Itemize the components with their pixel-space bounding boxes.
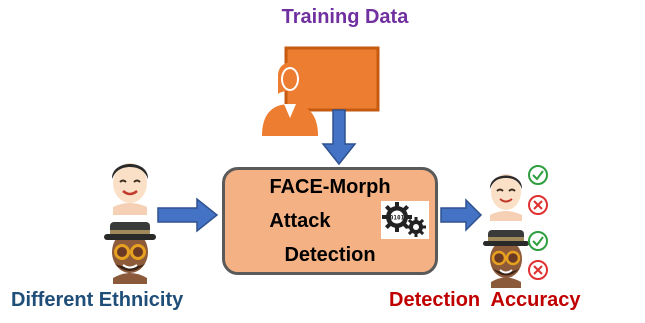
gear-binary-text: 0101 xyxy=(390,215,405,222)
detection-accuracy-label: Detection Accuracy xyxy=(389,289,581,311)
output-arrow xyxy=(440,198,483,232)
cross-icon xyxy=(528,260,548,280)
check-icon xyxy=(528,231,548,251)
asian-face-icon xyxy=(107,163,153,215)
different-ethnicity-label: Different Ethnicity xyxy=(11,289,184,311)
gears-icon: 0101 xyxy=(381,201,429,239)
detector-line-3: Detection xyxy=(284,244,376,266)
check-icon xyxy=(528,165,548,185)
training-data-label: Training Data xyxy=(281,6,409,28)
input-arrow xyxy=(157,197,219,233)
african-face-icon xyxy=(104,222,156,284)
detector-line-1: FACE-Morph xyxy=(269,176,391,198)
cross-icon xyxy=(528,195,548,215)
african-face-result-icon xyxy=(483,230,529,288)
detector-line-2: Attack xyxy=(269,210,331,232)
teacher-board-icon xyxy=(262,46,380,136)
training-arrow xyxy=(321,109,357,166)
asian-face-result-icon xyxy=(489,174,523,221)
